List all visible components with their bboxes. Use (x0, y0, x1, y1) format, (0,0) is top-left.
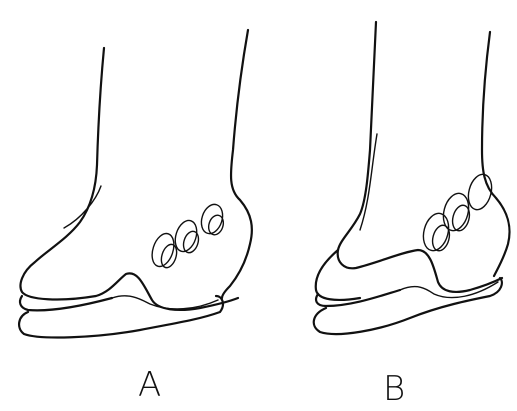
foot-b-leg-front (482, 32, 510, 276)
foot-drawing-b (314, 22, 510, 334)
foot-a-nodules (148, 202, 226, 270)
foot-b-sole-mid (400, 282, 498, 298)
foot-a-leg-back (21, 48, 238, 310)
nodule-icon (419, 211, 452, 254)
foot-b-nodules (419, 172, 495, 254)
panel-label-b: B (383, 372, 405, 406)
foot-a-leg-front (222, 30, 252, 298)
foot-a-ankle-line (64, 186, 101, 228)
foot-b-sole-lower (314, 278, 502, 334)
foot-a-sole-lower (19, 296, 223, 337)
foot-b-ankle-line (360, 134, 377, 230)
nodule-icon (439, 191, 472, 234)
nodule-icon (465, 172, 496, 212)
panel-label-a: A (138, 368, 161, 402)
foot-b-leg-back (338, 22, 502, 292)
foot-drawing-a (19, 30, 252, 337)
